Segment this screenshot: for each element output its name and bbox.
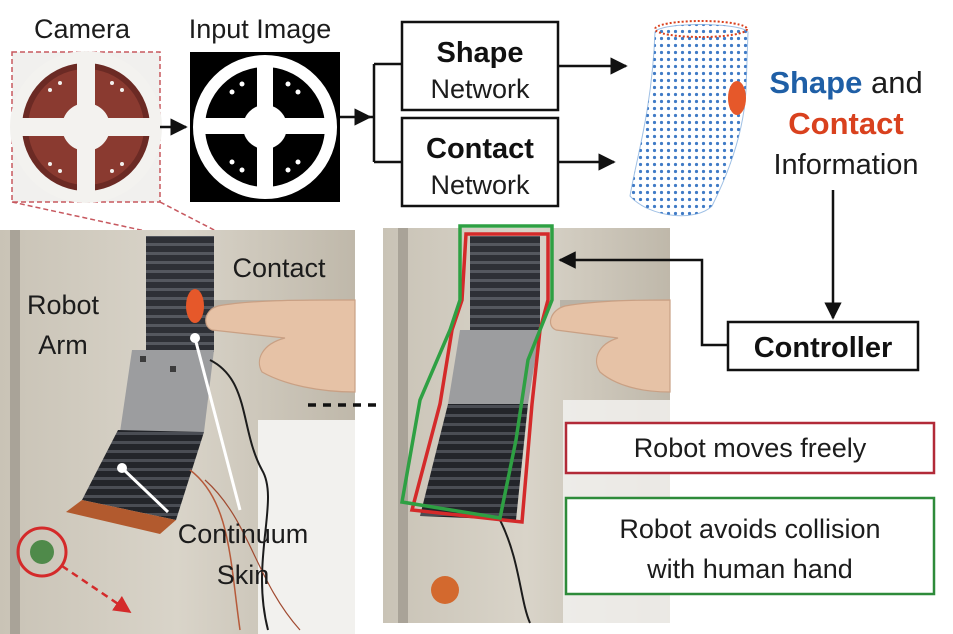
output-and-word: and <box>862 65 922 100</box>
robot-arm-label-line2: Arm <box>38 330 88 360</box>
contact-network-subtitle: Network <box>430 170 530 200</box>
output-contact-word: Contact <box>788 106 903 141</box>
contact-network-title: Contact <box>426 133 534 165</box>
legend-moves-freely: Robot moves freely <box>564 421 936 475</box>
robot-arm-label-line1: Robot <box>27 290 100 320</box>
input-image-label: Input Image <box>189 14 332 44</box>
contact-label: Contact <box>232 253 326 283</box>
contact-network-box: Contact Network <box>400 116 560 208</box>
continuum-skin-label-line2: Skin <box>217 560 270 590</box>
left-robot-photo <box>0 230 356 634</box>
shape-network-subtitle: Network <box>430 74 530 104</box>
input-image <box>190 52 340 202</box>
output-shape-word: Shape <box>769 65 862 100</box>
base-highlight-circle <box>16 526 68 578</box>
camera-label: Camera <box>34 14 131 44</box>
output-shape-and-line: Shape and <box>769 65 922 100</box>
continuum-skin-label-line1: Continuum <box>178 519 309 549</box>
controller-label: Controller <box>754 332 893 364</box>
output-information-word: Information <box>773 149 918 181</box>
red-trajectory-outline <box>409 232 550 524</box>
legend-avoids-collision: Robot avoids collision with human hand <box>564 496 936 596</box>
controller-box: Controller <box>726 320 920 372</box>
shape-network-title: Shape <box>436 37 523 69</box>
legend-avoids-line2: with human hand <box>646 554 853 584</box>
green-trajectory-outline <box>399 224 554 520</box>
camera-image <box>10 51 162 203</box>
contact-region-marker <box>728 81 746 115</box>
legend-avoids-line1: Robot avoids collision <box>619 514 880 544</box>
legend-moves-freely-text: Robot moves freely <box>634 433 867 463</box>
shape-network-box: Shape Network <box>400 20 560 112</box>
shape-point-cloud <box>629 20 749 217</box>
